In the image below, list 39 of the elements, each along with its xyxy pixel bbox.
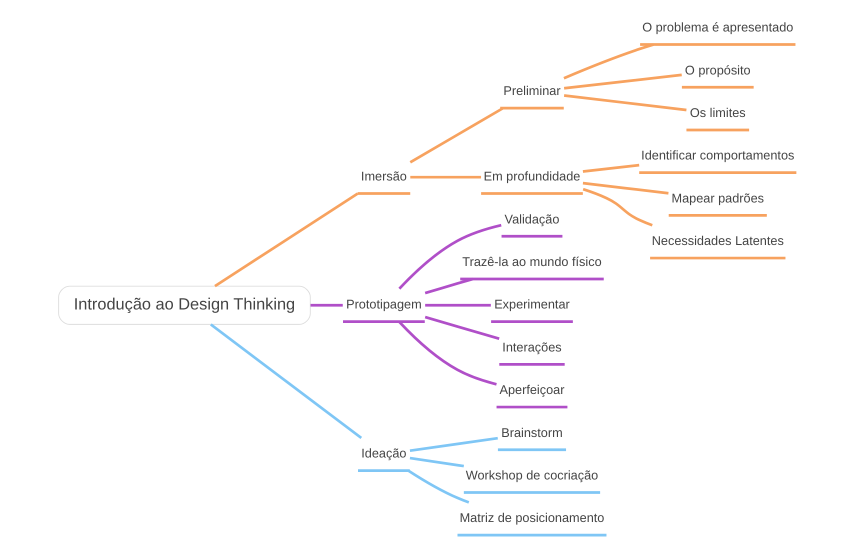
connector [424,278,473,294]
node-text: Os limites [689,104,746,120]
connector [409,456,464,468]
node-text: O propósito [684,62,750,78]
connector [563,94,686,112]
node-box: Introdução ao Design Thinking [58,286,310,325]
connector [409,436,498,452]
node-text: Experimentar [494,296,570,312]
node-text: Workshop de cocriação [465,467,598,482]
connector [410,176,481,179]
connector [563,74,682,90]
connector [562,43,654,80]
node-text: Brainstorm [500,424,562,440]
node-text: Imersão [360,168,406,184]
node-text: Trazê-la ao mundo físico [462,254,602,269]
connector [209,323,362,440]
connector [398,224,502,290]
connector [424,304,490,307]
node-text: Prototipagem [346,296,422,312]
connector [407,470,469,504]
node-text: O problema é apresentado [642,20,793,35]
connector [424,316,500,340]
connector [214,192,358,288]
connector [582,182,668,195]
node-text: Identificar comportamentos [640,148,794,163]
node-text: Mapear padrões [671,190,764,206]
node-text: Preliminar [502,83,560,98]
connector [398,320,496,386]
connector [582,164,639,173]
connector [409,107,504,164]
node-text: Ideação [360,446,406,461]
node-text: Validação [504,211,559,226]
connector [310,304,342,307]
connector [582,188,652,227]
node-text: Em profundidade [483,168,580,184]
node-text: Necessidades Latentes [651,233,784,248]
node-text: Matriz de posicionamento [459,510,604,526]
node-text: Aperfeiçoar [498,382,564,398]
node-text: Interações [502,339,562,354]
